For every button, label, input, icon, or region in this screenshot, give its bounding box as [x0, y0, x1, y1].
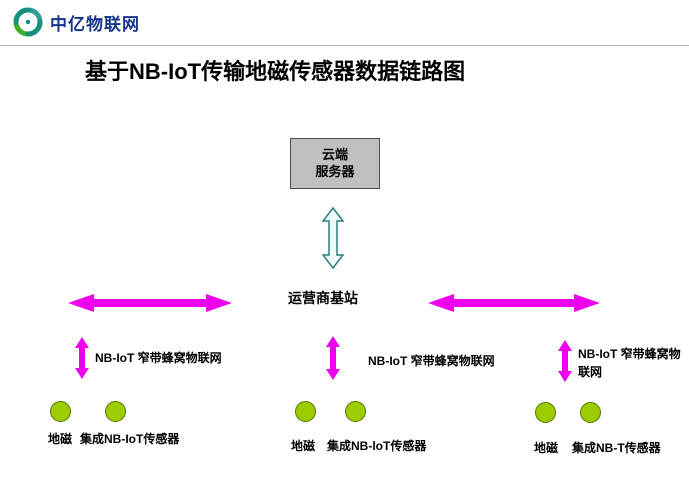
cloud-server-node: 云端 服务器: [290, 138, 380, 189]
site-header: 中亿物联网: [0, 0, 689, 45]
cloud-server-label-line1: 云端: [321, 147, 348, 163]
page-title: 基于NB-IoT传输地磁传感器数据链路图: [85, 59, 466, 84]
branch2-geomagnetic-node: [295, 401, 316, 422]
branch3-network-label: NB-IoT 窄带蜂窝物联网: [578, 347, 681, 379]
branch2-geomagnetic-label: 地磁: [291, 439, 316, 453]
branch3-geomagnetic-label: 地磁: [534, 441, 559, 455]
updown-arrow-icon: [322, 207, 344, 269]
branch1-sensor-node: [105, 401, 126, 422]
cloud-server-label-line2: 服务器: [315, 163, 355, 179]
branch1-geomagnetic-node: [50, 401, 71, 422]
header-divider: [0, 45, 689, 46]
logo-swirl-icon: [13, 7, 43, 37]
branch2-network-label: NB-IoT 窄带蜂窝物联网: [368, 354, 495, 368]
right-horizontal-double-arrow-icon: [428, 294, 600, 312]
branch3-sensor-label: 集成NB-T传感器: [572, 441, 661, 455]
branch2-sensor-label: 集成NB-loT传感器: [327, 439, 427, 453]
branch3-vertical-double-arrow-icon: [558, 340, 572, 382]
left-horizontal-double-arrow-icon: [68, 294, 232, 312]
branch3-sensor-node: [580, 402, 601, 423]
branch1-sensor-label: 集成NB-IoT传感器: [80, 432, 180, 446]
branch1-vertical-double-arrow-icon: [75, 337, 89, 379]
logo-text: 中亿物联网: [50, 14, 140, 34]
branch2-sensor-node: [345, 401, 366, 422]
base-station-label: 运营商基站: [288, 290, 358, 306]
branch2-vertical-double-arrow-icon: [326, 336, 340, 380]
logo[interactable]: 中亿物联网: [12, 6, 140, 38]
branch3-geomagnetic-node: [535, 402, 556, 423]
branch1-geomagnetic-label: 地磁: [48, 432, 73, 446]
branch1-network-label: NB-IoT 窄带蜂窝物联网: [95, 351, 222, 365]
